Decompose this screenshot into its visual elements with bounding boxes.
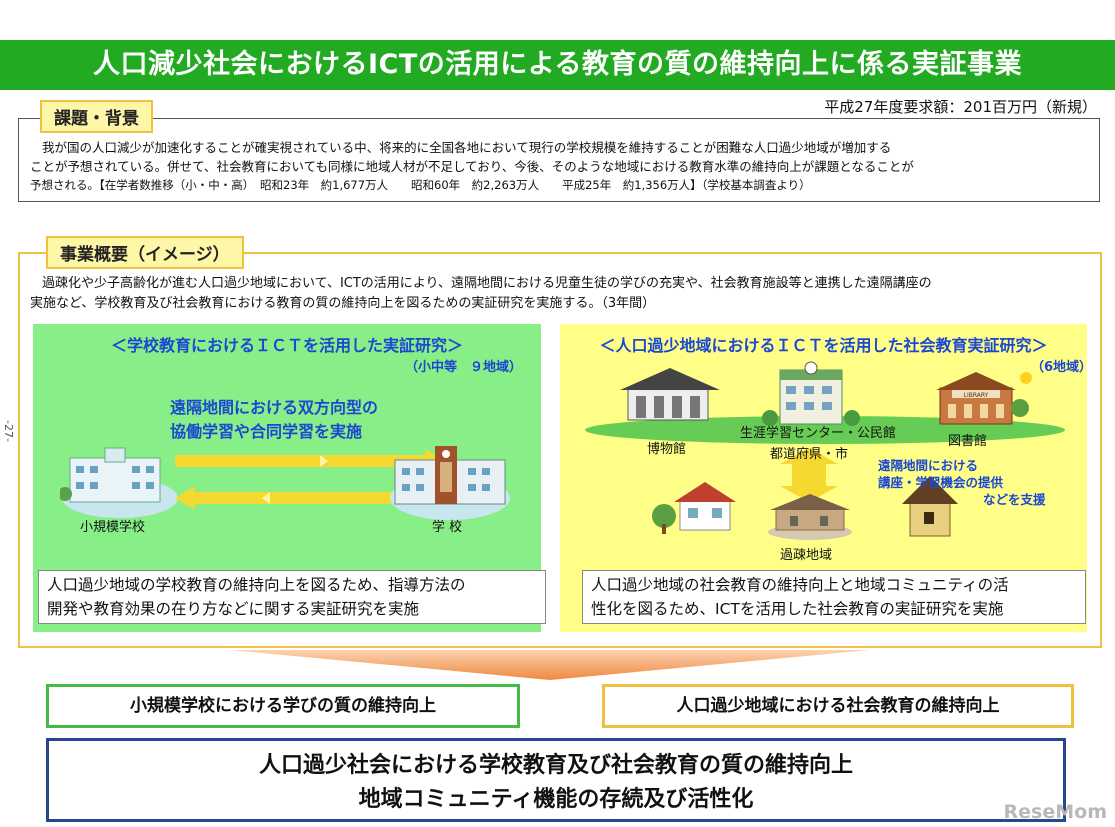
up-down-arrow-icon bbox=[780, 448, 838, 502]
lifelong-learning-center-icon bbox=[762, 361, 860, 426]
outcome-social: 人口過少地域における社会教育の維持向上 bbox=[602, 684, 1074, 728]
library-sign: LIBRARY bbox=[964, 392, 989, 399]
school-callout-line: 遠隔地間における双方向型の bbox=[170, 398, 379, 417]
conclusion-line: 地域コミュニティ機能の存続及び活性化 bbox=[358, 787, 754, 812]
issues-label: 課題・背景 bbox=[40, 100, 153, 133]
overview-label: 事業概要（イメージ） bbox=[46, 236, 244, 269]
depopulated-label: 過疎地域 bbox=[780, 548, 833, 563]
issues-line: 予想される。【在学者数推移（小・中・高） 昭和23年 約1,677万人 昭和60… bbox=[30, 178, 811, 192]
social-panel-sub: （6地域） bbox=[1031, 360, 1093, 375]
page-title: 人口減少社会におけるICTの活用による教育の質の維持向上に係る実証事業 bbox=[0, 40, 1115, 90]
social-desc-line: 性化を図るため、ICTを活用した社会教育の実証研究を実施 bbox=[591, 600, 1004, 618]
center-label: 生涯学習センター・公民館 bbox=[740, 426, 897, 441]
issues-line: 我が国の人口減少が加速化することが確実視されている中、将来的に全国各地において現… bbox=[42, 140, 892, 155]
social-desc-line: 人口過少地域の社会教育の維持向上と地域コミュニティの活 bbox=[591, 576, 1009, 594]
social-desc: 人口過少地域の社会教育の維持向上と地域コミュニティの活 性化を図るため、ICTを… bbox=[582, 570, 1086, 624]
overview-line: 実施など、学校教育及び社会教育における教育の質の維持向上を図るための実証研究を実… bbox=[30, 296, 656, 311]
overview-frame bbox=[18, 252, 1102, 648]
depopulated-area-icon bbox=[768, 494, 852, 540]
school-desc-line: 開発や教育効果の在り方などに関する実証研究を実施 bbox=[47, 600, 420, 618]
library-label: 図書館 bbox=[948, 434, 988, 449]
social-callout-line: 遠隔地間における bbox=[878, 458, 979, 473]
social-callout-line: 講座・学習機会の提供 bbox=[878, 475, 1004, 490]
issues-box bbox=[18, 118, 1100, 202]
small-school-icon bbox=[60, 447, 178, 518]
library-icon: LIBRARY bbox=[936, 372, 1032, 425]
down-arrow-icon bbox=[230, 650, 870, 680]
school-desc: 人口過少地域の学校教育の維持向上を図るため、指導方法の 開発や教育効果の在り方な… bbox=[38, 570, 546, 624]
museum-icon bbox=[620, 368, 720, 421]
budget-text: 平成27年度要求額：201百万円（新規） bbox=[824, 98, 1097, 116]
cottage-icon bbox=[902, 476, 958, 537]
social-callout: 遠隔地間における 講座・学習機会の提供 などを支援 bbox=[878, 457, 1046, 508]
school-panel-heading: ＜学校教育におけるＩＣＴを活用した実証研究＞ bbox=[110, 336, 463, 355]
school-callout: 遠隔地間における双方向型の 協働学習や合同学習を実施 bbox=[170, 396, 378, 444]
outcome-school: 小規模学校における学びの質の維持向上 bbox=[46, 684, 520, 728]
overview-line: 過疎化や少子高齢化が進む人口過少地域において、ICTの活用により、遠隔地間におけ… bbox=[42, 276, 932, 291]
issues-line: ことが予想されている。併せて、社会教育においても同様に地域人材が不足しており、今… bbox=[30, 159, 914, 174]
school-label: 学 校 bbox=[432, 520, 463, 535]
school-illustration bbox=[60, 446, 510, 520]
school-callout-line: 協働学習や合同学習を実施 bbox=[170, 422, 363, 441]
conclusion-line: 人口過少社会における学校教育及び社会教育の質の維持向上 bbox=[258, 753, 853, 778]
social-callout-line: などを支援 bbox=[983, 492, 1046, 507]
school-desc-line: 人口過少地域の学校教育の維持向上を図るため、指導方法の bbox=[47, 576, 466, 594]
conclusion-box: 人口過少社会における学校教育及び社会教育の質の維持向上 地域コミュニティ機能の存… bbox=[46, 738, 1066, 822]
house-icon bbox=[652, 482, 736, 534]
issues-text: 我が国の人口減少が加速化することが確実視されている中、将来的に全国各地において現… bbox=[30, 138, 1090, 195]
watermark: ReseMom bbox=[1003, 801, 1107, 823]
school-icon bbox=[390, 446, 510, 520]
social-illustration: LIBRARY bbox=[585, 361, 1065, 540]
small-school-label: 小規模学校 bbox=[80, 520, 146, 535]
page-number: -27- bbox=[2, 420, 15, 442]
museum-label: 博物館 bbox=[647, 442, 687, 457]
social-panel-heading: ＜人口過少地域におけるＩＣＴを活用した社会教育実証研究＞ bbox=[599, 336, 1048, 355]
overview-text: 過疎化や少子高齢化が進む人口過少地域において、ICTの活用により、遠隔地間におけ… bbox=[30, 274, 1090, 314]
school-panel-sub: （小中等 ９地域） bbox=[405, 360, 523, 375]
sun-icon bbox=[1020, 372, 1032, 384]
pref-label: 都道府県・市 bbox=[770, 447, 849, 462]
